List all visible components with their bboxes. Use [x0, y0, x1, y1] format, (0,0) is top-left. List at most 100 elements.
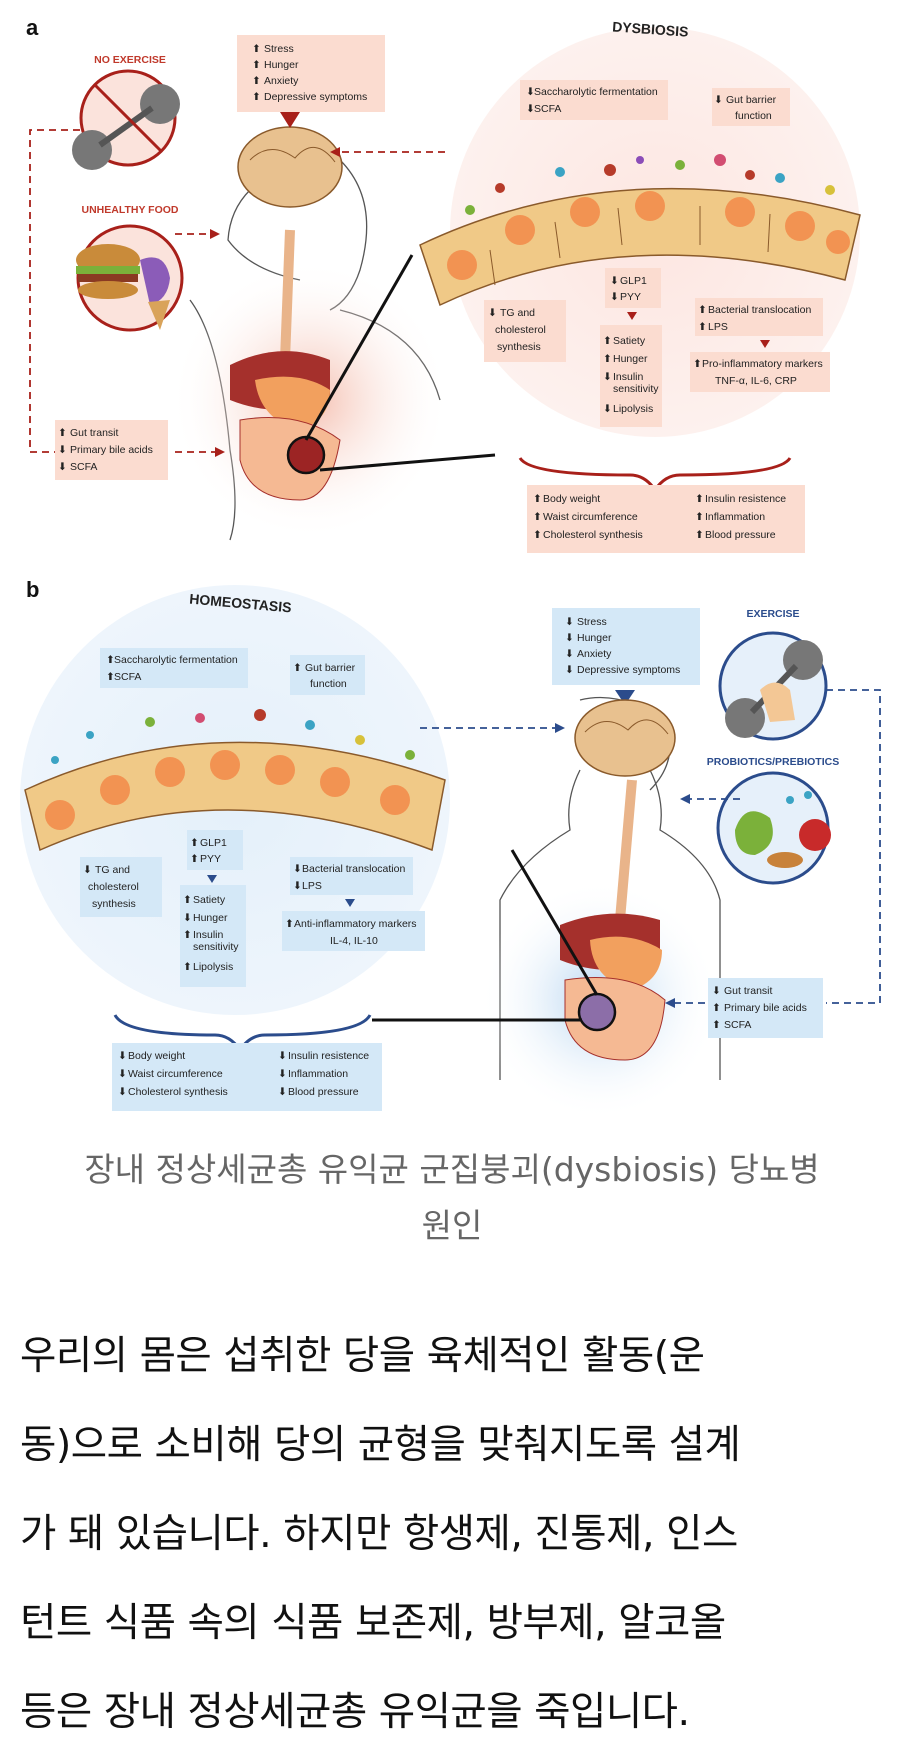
caption-line-2: 원인	[421, 1206, 483, 1245]
article-paragraph: 우리의 몸은 섭취한 당을 육체적인 활동(운 동)으로 소비해 당의 균형을 …	[20, 1312, 890, 1757]
scfa-gut-label-a: SCFA	[70, 461, 97, 473]
ferment-label-a: Saccharolytic fermentation	[534, 86, 658, 98]
tg-label3-a: synthesis	[497, 341, 541, 353]
svg-text:⬆: ⬆	[712, 1002, 721, 1014]
scfa-label-a: SCFA	[534, 103, 561, 115]
svg-text:⬇: ⬇	[712, 985, 721, 997]
satiety-box-b	[180, 885, 246, 987]
gut-b	[560, 779, 666, 1061]
sensitivity-label-a: sensitivity	[613, 383, 659, 395]
svg-text:⬆: ⬆	[603, 335, 612, 347]
connectors-b	[420, 689, 881, 1004]
panel-a-letter: a	[26, 15, 39, 40]
outcome-bp-b: Blood pressure	[288, 1086, 359, 1098]
markers-list-a: TNF-α, IL-6, CRP	[715, 375, 797, 387]
outcome-cholesterol-a: Cholesterol synthesis	[543, 529, 643, 541]
svg-text:⬆: ⬆	[695, 529, 704, 541]
unhealthy-food-label: UNHEALTHY FOOD	[81, 204, 178, 216]
svg-text:⬆: ⬆	[695, 511, 704, 523]
svg-text:⬇: ⬇	[565, 664, 574, 676]
pyy-label-b: PYY	[200, 853, 221, 865]
markers-label-b: Anti-inflammatory markers	[294, 918, 417, 930]
svg-text:⬆: ⬆	[58, 427, 67, 439]
brain-effect-hunger-b: Hunger	[577, 632, 612, 644]
svg-text:⬆: ⬆	[603, 353, 612, 365]
glp1-label-b: GLP1	[200, 837, 227, 849]
svg-text:⬇: ⬇	[565, 632, 574, 644]
gut-barrier-box-b	[290, 655, 365, 695]
satiety-label-b: Satiety	[193, 894, 226, 906]
outcome-body-weight-b: Body weight	[128, 1050, 185, 1062]
scfa-label-b: SCFA	[114, 671, 141, 683]
dysbiosis-homeostasis-figure: a DYSBIOSIS ⬆Stress	[20, 15, 881, 1120]
lps-label-b: LPS	[302, 880, 322, 892]
ferment-label-b: Saccharolytic fermentation	[114, 654, 238, 666]
svg-text:⬇: ⬇	[603, 371, 612, 383]
brain-a	[237, 126, 343, 208]
outcome-inflammation-a: Inflammation	[705, 511, 765, 523]
svg-text:⬇: ⬇	[118, 1068, 127, 1080]
outcomes-box-b	[112, 1043, 382, 1111]
svg-text:⬇: ⬇	[118, 1086, 127, 1098]
satiety-label-a: Satiety	[613, 335, 646, 347]
ferment-box-a	[520, 80, 668, 120]
tg-label3-b: synthesis	[92, 898, 136, 910]
unhealthy-food-icon	[76, 224, 184, 332]
gut-barrier-label2-a: function	[735, 110, 772, 122]
exercise-icon	[718, 631, 828, 741]
markers-box-b	[282, 911, 425, 951]
svg-text:⬆: ⬆	[183, 929, 192, 941]
svg-text:⬇: ⬇	[278, 1050, 287, 1062]
exercise-label: EXERCISE	[746, 608, 799, 620]
svg-text:⬇: ⬇	[278, 1086, 287, 1098]
panel-a: a DYSBIOSIS ⬆Stress	[26, 15, 861, 553]
svg-text:⬇: ⬇	[714, 94, 723, 106]
ferment-box-b	[100, 648, 248, 688]
tg-box-b	[80, 857, 162, 917]
svg-text:⬆: ⬆	[252, 91, 261, 103]
glp1-label-a: GLP1	[620, 275, 647, 287]
insulin-label-b: Insulin	[193, 929, 224, 941]
tg-label-b: TG and	[95, 864, 130, 876]
outcome-body-weight-a: Body weight	[543, 493, 600, 505]
gut-barrier-label-a: Gut barrier	[726, 94, 777, 106]
svg-text:⬆: ⬆	[252, 43, 261, 55]
outcome-cholesterol-b: Cholesterol synthesis	[128, 1086, 228, 1098]
svg-text:⬇: ⬇	[83, 864, 92, 876]
gut-transit-label-b: Gut transit	[724, 985, 773, 997]
svg-text:⬇: ⬇	[565, 648, 574, 660]
brain-effect-depressive: Depressive symptoms	[264, 91, 367, 103]
svg-text:⬆: ⬆	[293, 662, 302, 674]
svg-text:⬇: ⬇	[565, 616, 574, 628]
svg-text:⬇: ⬇	[293, 863, 302, 875]
hunger-label-a: Hunger	[613, 353, 648, 365]
pyy-label-a: PYY	[620, 291, 641, 303]
figure-caption: 장내 정상세균총 유익균 군집붕괴(dysbiosis) 당뇨병 원인	[0, 1142, 904, 1254]
svg-text:⬆: ⬆	[698, 304, 707, 316]
lipolysis-label-b: Lipolysis	[193, 961, 233, 973]
svg-text:⬇: ⬇	[293, 880, 302, 892]
svg-text:⬇: ⬇	[526, 86, 535, 98]
epithelium-cells-a	[419, 154, 861, 307]
dysbiosis-title: DYSBIOSIS	[612, 18, 689, 39]
lps-label-a: LPS	[708, 321, 728, 333]
panel-b: b HOMEOSTASIS ⬆Saccharolytic fermentatio…	[20, 577, 881, 1120]
brain-effects-box-b	[552, 608, 700, 685]
outcome-insulin-b: Insulin resistence	[288, 1050, 369, 1062]
outcome-inflammation-b: Inflammation	[288, 1068, 348, 1080]
svg-text:⬇: ⬇	[603, 403, 612, 415]
bacterial-box-a	[695, 298, 823, 336]
gut-barrier-box-a	[712, 88, 790, 126]
gut-a	[230, 229, 341, 501]
hunger-label-b: Hunger	[193, 912, 228, 924]
svg-text:⬆: ⬆	[183, 961, 192, 973]
probiotics-label: PROBIOTICS/PREBIOTICS	[707, 756, 839, 768]
lipolysis-label-a: Lipolysis	[613, 403, 653, 415]
svg-text:⬇: ⬇	[610, 275, 619, 287]
svg-text:⬇: ⬇	[488, 307, 497, 319]
tg-box-a	[484, 300, 566, 362]
svg-text:⬆: ⬆	[533, 493, 542, 505]
paragraph-line: 동)으로 소비해 당의 균형을 맞춰지도록 설계	[20, 1422, 741, 1468]
brain-effect-anxiety-b: Anxiety	[577, 648, 612, 660]
svg-text:⬇: ⬇	[58, 461, 67, 473]
